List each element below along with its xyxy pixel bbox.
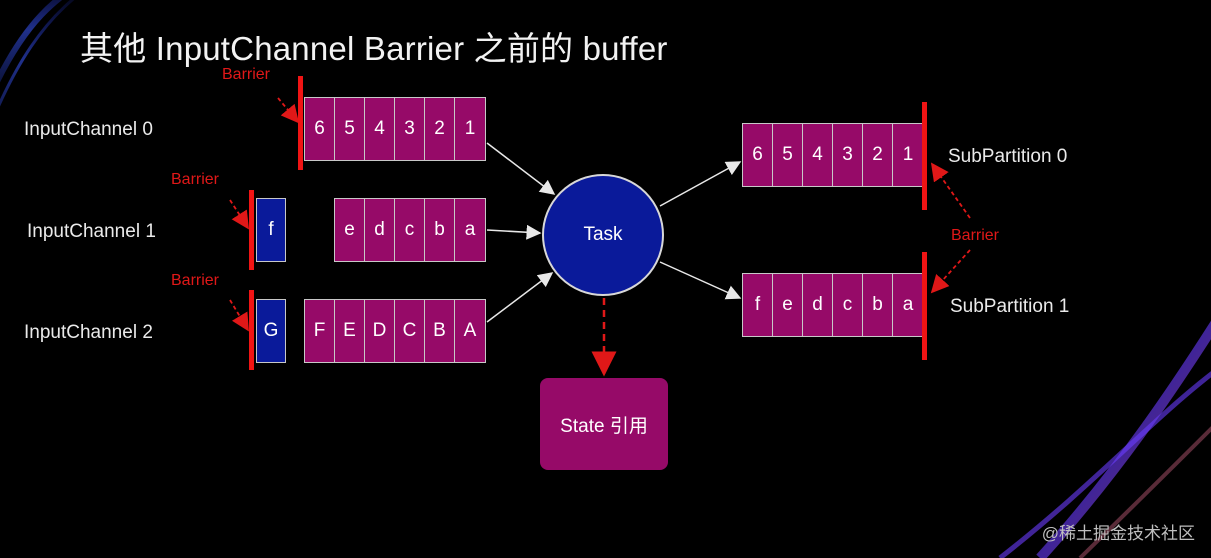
barrier-pointer-input0 bbox=[277, 97, 300, 124]
subpartition-0-label: SubPartition 0 bbox=[948, 146, 1068, 167]
task-node: Task bbox=[542, 174, 664, 296]
barrier-label-input2: Barrier bbox=[171, 272, 220, 289]
record-cell: e bbox=[773, 274, 803, 336]
record-cell: b bbox=[425, 199, 455, 261]
record-cell: d bbox=[365, 199, 395, 261]
record-cell: 3 bbox=[833, 124, 863, 186]
barrier-pointer-input1 bbox=[229, 199, 249, 230]
barrier-bar-out0 bbox=[922, 102, 927, 210]
record-cell: A bbox=[455, 300, 485, 362]
state-reference-node: State 引用 bbox=[540, 378, 668, 470]
slide-title: 其他 InputChannel Barrier 之前的 buffer bbox=[80, 30, 668, 67]
record-cell: 1 bbox=[455, 98, 485, 160]
arrow-input1-to-task bbox=[486, 224, 542, 240]
input-channel-2-buffer: F E D C B A bbox=[304, 299, 486, 363]
barrier-pointer-input2 bbox=[229, 299, 249, 332]
arrow-input0-to-task bbox=[486, 142, 556, 195]
record-cell: 2 bbox=[863, 124, 893, 186]
record-cell: 5 bbox=[335, 98, 365, 160]
record-cell: 4 bbox=[365, 98, 395, 160]
subpartition-1-buffer: f e d c b a bbox=[742, 273, 924, 337]
blocked-record-input1: f bbox=[256, 198, 286, 262]
record-cell: a bbox=[455, 199, 485, 261]
barrier-bar-input2 bbox=[249, 290, 254, 370]
record-cell: 4 bbox=[803, 124, 833, 186]
subpartition-1-label: SubPartition 1 bbox=[950, 296, 1070, 317]
record-cell: 1 bbox=[893, 124, 923, 186]
barrier-label-input1: Barrier bbox=[171, 171, 220, 188]
input-channel-1-buffer: e d c b a bbox=[334, 198, 486, 262]
record-cell: 2 bbox=[425, 98, 455, 160]
record-cell: 6 bbox=[743, 124, 773, 186]
input-channel-0-buffer: 6 5 4 3 2 1 bbox=[304, 97, 486, 161]
record-cell: a bbox=[893, 274, 923, 336]
record-cell: f bbox=[743, 274, 773, 336]
blocked-record-input2: G bbox=[256, 299, 286, 363]
record-cell: e bbox=[335, 199, 365, 261]
input-channel-0-label: InputChannel 0 bbox=[24, 119, 153, 140]
arrow-task-to-out1 bbox=[659, 261, 742, 300]
watermark: @稀土掘金技术社区 bbox=[1041, 524, 1195, 543]
barrier-pointer-out0 bbox=[930, 162, 971, 219]
record-cell: 3 bbox=[395, 98, 425, 160]
record-cell: C bbox=[395, 300, 425, 362]
record-cell: 6 bbox=[305, 98, 335, 160]
barrier-label-outputs: Barrier bbox=[951, 227, 1000, 244]
record-cell: c bbox=[395, 199, 425, 261]
input-channel-2-label: InputChannel 2 bbox=[24, 322, 153, 343]
record-cell: B bbox=[425, 300, 455, 362]
barrier-label-input0: Barrier bbox=[222, 66, 271, 83]
subpartition-0-buffer: 6 5 4 3 2 1 bbox=[742, 123, 924, 187]
barrier-bar-input1 bbox=[249, 190, 254, 270]
record-cell: F bbox=[305, 300, 335, 362]
barrier-bar-out1 bbox=[922, 252, 927, 360]
record-cell: d bbox=[803, 274, 833, 336]
record-cell: E bbox=[335, 300, 365, 362]
arrow-input2-to-task bbox=[486, 272, 554, 323]
record-cell: D bbox=[365, 300, 395, 362]
record-cell: b bbox=[863, 274, 893, 336]
record-cell: 5 bbox=[773, 124, 803, 186]
record-cell: c bbox=[833, 274, 863, 336]
input-channel-1-label: InputChannel 1 bbox=[27, 221, 156, 242]
arrow-task-to-out0 bbox=[659, 161, 742, 207]
barrier-bar-input0 bbox=[298, 76, 303, 170]
barrier-pointer-out1 bbox=[930, 249, 971, 294]
